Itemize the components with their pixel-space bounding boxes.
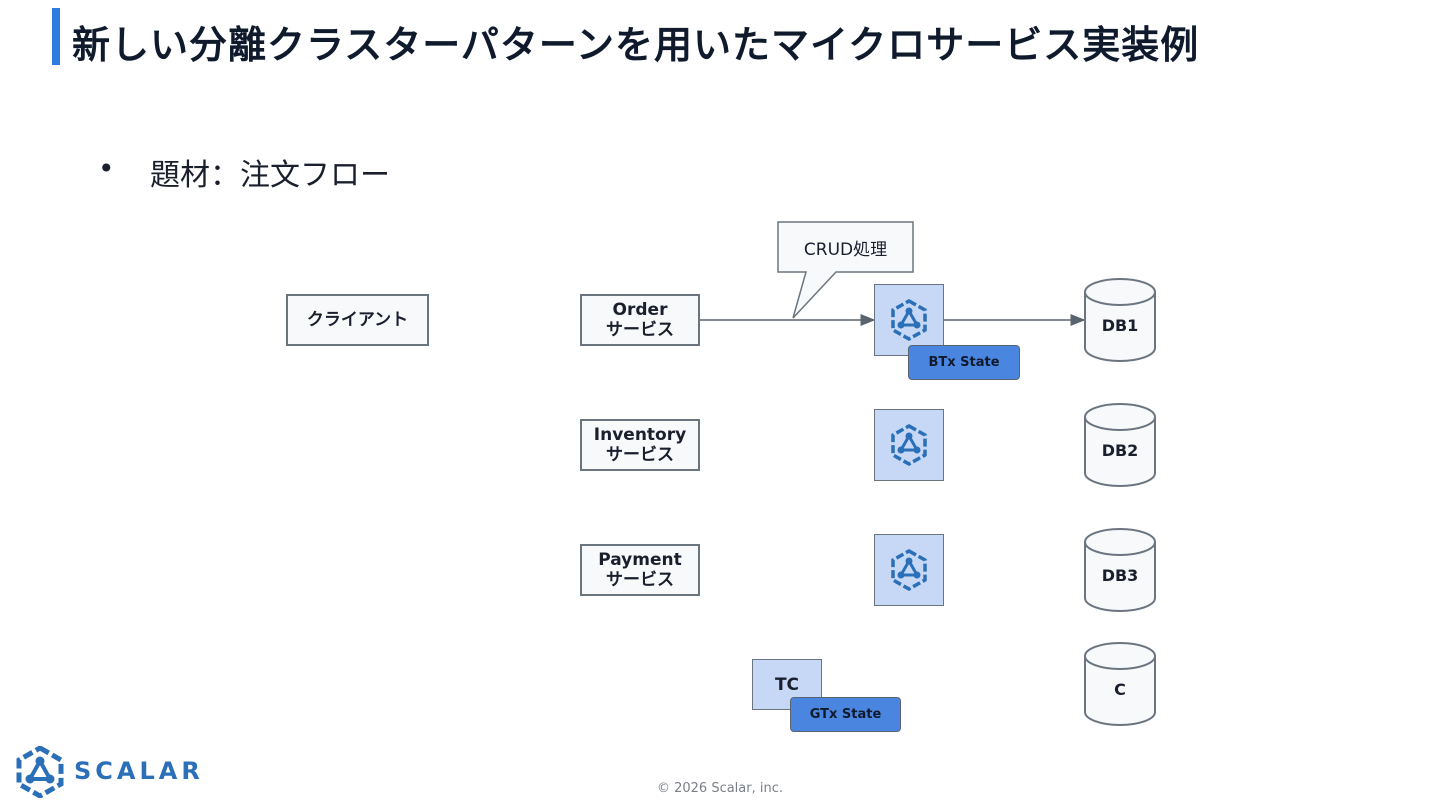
inventory-service-box: Inventory サービス (580, 419, 700, 471)
payment-cluster-node (874, 534, 944, 606)
order-service-box: Order サービス (580, 294, 700, 346)
db3-label: DB3 (1101, 566, 1139, 585)
db1-label: DB1 (1101, 316, 1139, 335)
db2-cylinder: DB2 (1084, 403, 1156, 487)
bullet-dot: • (98, 152, 115, 185)
coordinator-db-cylinder: C (1084, 642, 1156, 726)
db2-label: DB2 (1101, 441, 1139, 460)
slide-title: 新しい分離クラスターパターンを用いたマイクロサービス実装例 (72, 23, 1200, 67)
bullet-text: 題材：注文フロー (150, 158, 390, 193)
gtx-state-badge: GTx State (790, 697, 901, 732)
callout-label: CRUD処理 (803, 239, 888, 260)
btx-state-badge: BTx State (908, 345, 1020, 380)
title-accent-bar (52, 8, 60, 65)
db1-cylinder: DB1 (1084, 278, 1156, 362)
scalar-cluster-icon (891, 298, 927, 342)
client-box: クライアント (286, 294, 429, 346)
scalar-cluster-icon (891, 548, 927, 592)
payment-service-box: Payment サービス (580, 544, 700, 596)
copyright: © 2026 Scalar, inc. (656, 781, 784, 796)
order-cluster-node (874, 284, 944, 356)
coordinator-db-label: C (1114, 680, 1126, 699)
inventory-cluster-node (874, 409, 944, 481)
scalar-cluster-icon (891, 423, 927, 467)
callout-bubble (777, 221, 914, 319)
scalar-logo-icon (16, 746, 64, 798)
scalar-logo-text: SCALAR (74, 757, 204, 785)
db3-cylinder: DB3 (1084, 528, 1156, 612)
